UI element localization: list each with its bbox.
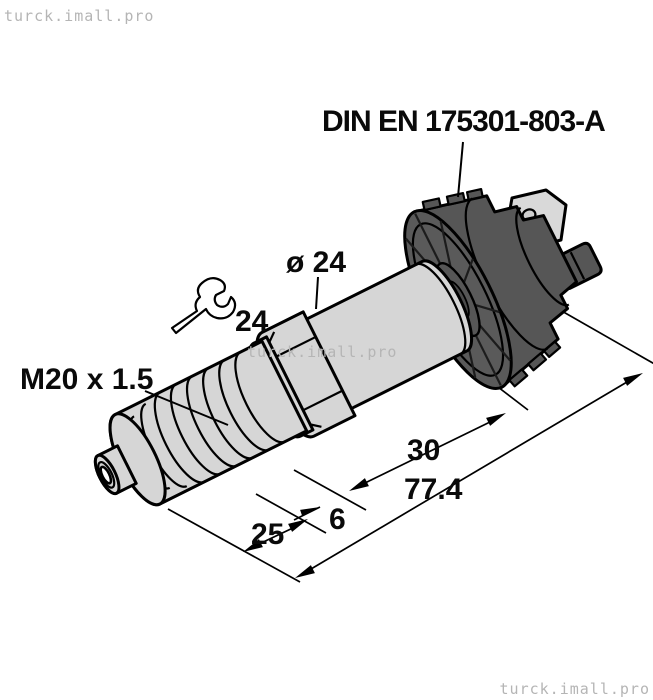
dim-total-length: 77.4: [404, 473, 463, 506]
dimension-line-thread-length: [258, 526, 296, 545]
leader-connector-standard: [457, 141, 464, 198]
labels: DIN EN 175301-803-A ø 24 24 M20 x 1.5 30…: [20, 105, 606, 551]
watermark-center: turck.imall.pro: [247, 343, 397, 361]
label-thread: M20 x 1.5: [20, 363, 153, 396]
label-wrench-size: 24: [235, 305, 269, 338]
arrowhead: [486, 413, 506, 426]
arrowhead: [295, 565, 315, 578]
watermark-bottom-right: turck.imall.pro: [500, 680, 650, 698]
arrowhead: [300, 507, 320, 516]
wrench-icon: [170, 276, 237, 335]
dim-connector-length: 30: [407, 434, 440, 467]
arrowhead: [623, 373, 643, 386]
dim-thread-length: 25: [251, 518, 284, 551]
leader-thread: [144, 390, 229, 426]
leader-diameter: [315, 276, 319, 310]
dimension-lines: [243, 373, 643, 578]
label-connector-standard: DIN EN 175301-803-A: [322, 105, 605, 138]
sensor-body: [299, 259, 474, 413]
dim-hex-width: 6: [329, 503, 346, 536]
extension-line: [293, 469, 367, 511]
thread-section: [108, 339, 309, 507]
arrowhead: [349, 478, 369, 491]
extension-line: [559, 309, 653, 365]
port-bore: [99, 465, 113, 485]
arrowhead: [288, 519, 308, 532]
dimension-line-hex-width: [293, 506, 321, 521]
watermarks: turck.imall.pro turck.imall.pro turck.im…: [4, 7, 650, 698]
pressure-port: [93, 444, 138, 496]
extension-line: [255, 493, 327, 534]
dimension-line-total-length: [310, 381, 628, 570]
pressure-transmitter: [93, 187, 603, 507]
dimension-line-connector-length: [364, 421, 491, 484]
watermark-top-left: turck.imall.pro: [4, 7, 154, 25]
leader-lines: [144, 141, 464, 426]
label-diameter: ø 24: [286, 246, 346, 279]
arrowhead: [243, 539, 263, 552]
knurl-teeth: [421, 187, 562, 388]
extension-line: [167, 508, 301, 583]
